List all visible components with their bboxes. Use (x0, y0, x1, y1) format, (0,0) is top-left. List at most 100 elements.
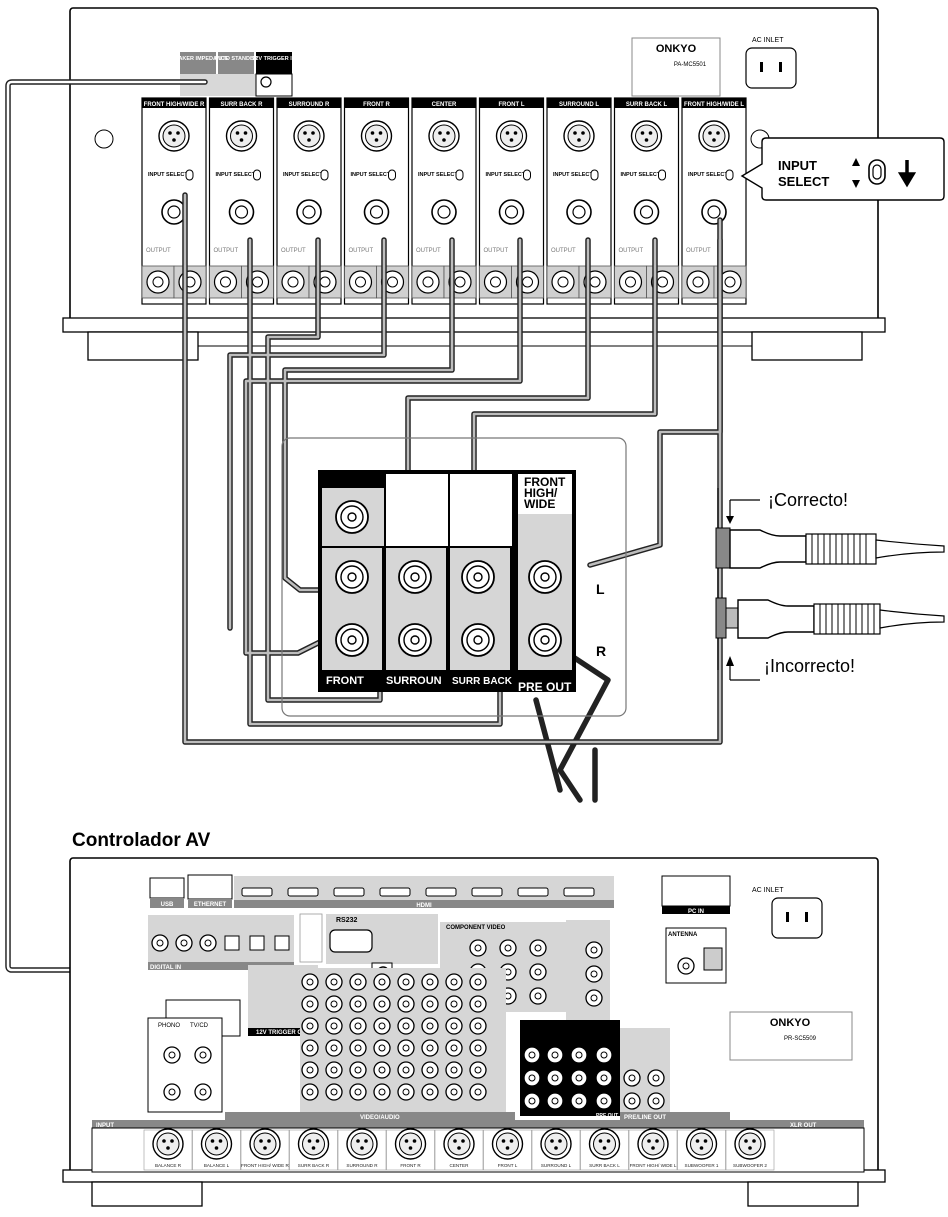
xlr-input[interactable] (428, 120, 460, 152)
hdmi-port[interactable] (333, 887, 365, 897)
av-jack[interactable] (349, 1061, 367, 1079)
av-jack[interactable] (349, 995, 367, 1013)
av-jack[interactable] (445, 995, 463, 1013)
speaker-post-plus[interactable] (208, 265, 243, 299)
av-jack[interactable] (445, 1083, 463, 1101)
speaker-post-minus[interactable] (240, 265, 275, 299)
input-select-switch[interactable] (253, 169, 261, 181)
av-jack[interactable] (301, 995, 319, 1013)
hdmi-port[interactable] (425, 887, 457, 897)
input-select-switch[interactable] (590, 169, 599, 181)
av-jack[interactable] (301, 1083, 319, 1101)
balanced-xlr[interactable] (637, 1128, 669, 1160)
av-jack[interactable] (373, 995, 391, 1013)
speaker-post-plus[interactable] (546, 265, 580, 299)
av-jack[interactable] (469, 1061, 487, 1079)
av-jack[interactable] (349, 973, 367, 991)
xlr-input[interactable] (158, 120, 190, 152)
balanced-xlr[interactable] (443, 1128, 475, 1160)
preout-front-l-jack[interactable] (335, 560, 369, 594)
av-jack[interactable] (373, 973, 391, 991)
av-jack[interactable] (421, 1039, 439, 1057)
preout-front-r-jack[interactable] (335, 623, 369, 657)
av-jack[interactable] (469, 995, 487, 1013)
preout-center-jack[interactable] (335, 500, 369, 534)
speaker-post-plus[interactable] (681, 265, 715, 299)
balanced-xlr[interactable] (152, 1128, 184, 1160)
av-jack[interactable] (421, 973, 439, 991)
hdmi-port[interactable] (471, 887, 503, 897)
xlr-input[interactable] (495, 120, 528, 152)
preout-fhw-r-jack[interactable] (528, 623, 562, 657)
av-jack[interactable] (349, 1017, 367, 1035)
input-select-switch[interactable] (523, 169, 531, 181)
av-jack[interactable] (397, 1017, 415, 1035)
input-select-switch[interactable] (725, 169, 734, 181)
av-jack[interactable] (325, 995, 343, 1013)
balanced-xlr[interactable] (491, 1128, 524, 1160)
preout-surround-r-jack[interactable] (398, 623, 432, 657)
speaker-post-plus[interactable] (141, 265, 175, 299)
av-jack[interactable] (445, 1061, 463, 1079)
av-jack[interactable] (421, 1017, 439, 1035)
input-select-switch[interactable] (185, 169, 194, 181)
speaker-post-minus[interactable] (173, 265, 207, 299)
xlr-input[interactable] (563, 120, 595, 152)
speaker-post-plus[interactable] (478, 265, 513, 299)
av-jack[interactable] (421, 1061, 439, 1079)
speaker-post-minus[interactable] (510, 265, 545, 299)
trigger-in-jack[interactable] (260, 76, 272, 88)
xlr-input[interactable] (360, 120, 393, 152)
balanced-xlr[interactable] (249, 1128, 281, 1160)
av-jack[interactable] (373, 1017, 391, 1035)
balanced-xlr[interactable] (734, 1128, 766, 1160)
av-jack[interactable] (421, 995, 439, 1013)
av-jack[interactable] (397, 1061, 415, 1079)
av-jack[interactable] (397, 995, 415, 1013)
speaker-post-plus[interactable] (613, 265, 648, 299)
input-select-switch[interactable] (658, 169, 666, 181)
input-select-switch[interactable] (320, 169, 329, 181)
av-jack[interactable] (325, 1039, 343, 1057)
hdmi-port[interactable] (517, 887, 549, 897)
balanced-xlr[interactable] (200, 1128, 233, 1160)
av-jack[interactable] (373, 1039, 391, 1057)
xlr-input[interactable] (225, 120, 258, 152)
av-jack[interactable] (445, 1017, 463, 1035)
balanced-xlr[interactable] (297, 1128, 330, 1160)
av-jack[interactable] (325, 1061, 343, 1079)
av-jack[interactable] (445, 973, 463, 991)
speaker-post-minus[interactable] (308, 265, 342, 299)
preout-surrback-r-jack[interactable] (461, 623, 495, 657)
av-jack[interactable] (301, 1061, 319, 1079)
balanced-xlr[interactable] (685, 1128, 718, 1160)
ctrl-ac-inlet[interactable] (771, 897, 823, 939)
input-select-switch[interactable] (455, 169, 464, 181)
balanced-xlr[interactable] (588, 1128, 621, 1160)
speaker-post-plus[interactable] (343, 265, 378, 299)
balanced-xlr[interactable] (394, 1128, 427, 1160)
av-jack[interactable] (469, 1083, 487, 1101)
speaker-post-minus[interactable] (443, 265, 477, 299)
preout-surrback-l-jack[interactable] (461, 560, 495, 594)
xlr-input[interactable] (630, 120, 663, 152)
av-jack[interactable] (301, 973, 319, 991)
av-jack[interactable] (469, 1039, 487, 1057)
rs232-port[interactable] (329, 929, 373, 953)
av-jack[interactable] (349, 1039, 367, 1057)
hdmi-port[interactable] (287, 887, 319, 897)
av-jack[interactable] (325, 1083, 343, 1101)
av-jack[interactable] (373, 1061, 391, 1079)
av-jack[interactable] (301, 1039, 319, 1057)
balanced-xlr[interactable] (540, 1128, 572, 1160)
av-jack[interactable] (397, 973, 415, 991)
speaker-post-plus[interactable] (276, 265, 310, 299)
av-jack[interactable] (349, 1083, 367, 1101)
amp-ac-inlet[interactable] (745, 47, 797, 89)
av-jack[interactable] (445, 1039, 463, 1057)
speaker-post-minus[interactable] (645, 265, 680, 299)
xlr-input[interactable] (293, 120, 325, 152)
av-jack[interactable] (373, 1083, 391, 1101)
hdmi-port[interactable] (241, 887, 273, 897)
av-jack[interactable] (397, 1083, 415, 1101)
